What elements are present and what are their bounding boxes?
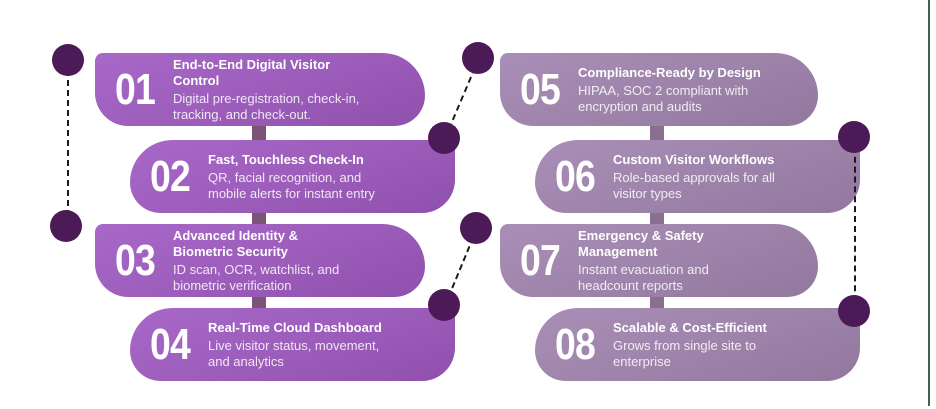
step-description: Instant evacuation and headcount reports xyxy=(578,261,709,293)
step-card-6: 06 Custom Visitor Workflows Role-based a… xyxy=(535,140,860,213)
step-number: 05 xyxy=(520,64,561,114)
step-number: 03 xyxy=(115,235,156,285)
step-number: 08 xyxy=(555,319,596,369)
step-number: 07 xyxy=(520,235,561,285)
step-number: 01 xyxy=(115,64,156,114)
step-description: Live visitor status, movement, and analy… xyxy=(208,337,380,369)
step-title: Advanced Identity & Biometric Security xyxy=(173,227,298,259)
step-description: Grows from single site to enterprise xyxy=(613,337,757,369)
step-description: Digital pre-registration, check-in, trac… xyxy=(173,90,360,122)
step-number: 04 xyxy=(150,319,191,369)
connector-dot xyxy=(50,210,82,242)
step-number: 02 xyxy=(150,151,191,201)
connector-dot xyxy=(428,289,460,321)
connector-dot xyxy=(52,44,84,76)
step-title: Emergency & Safety Management xyxy=(578,227,704,259)
step-title: Custom Visitor Workflows xyxy=(613,151,775,167)
dashed-connector-right xyxy=(854,137,856,311)
step-card-4: 04 Real-Time Cloud Dashboard Live visito… xyxy=(130,308,455,381)
step-description: ID scan, OCR, watchlist, and biometric v… xyxy=(173,261,340,293)
step-number: 06 xyxy=(555,151,596,201)
step-card-5: 05 Compliance-Ready by Design HIPAA, SOC… xyxy=(500,53,818,126)
step-title: Real-Time Cloud Dashboard xyxy=(208,319,382,335)
green-border-line xyxy=(928,0,930,406)
step-description: HIPAA, SOC 2 compliant with encryption a… xyxy=(578,82,749,114)
step-card-7: 07 Emergency & Safety Management Instant… xyxy=(500,224,818,297)
dashed-connector-left xyxy=(67,60,69,226)
step-card-8: 08 Scalable & Cost-Efficient Grows from … xyxy=(535,308,860,381)
step-card-3: 03 Advanced Identity & Biometric Securit… xyxy=(95,224,425,297)
step-card-1: 01 End-to-End Digital Visitor Control Di… xyxy=(95,53,425,126)
connector-dot xyxy=(462,42,494,74)
step-description: QR, facial recognition, and mobile alert… xyxy=(208,169,375,201)
step-title: Compliance-Ready by Design xyxy=(578,64,761,80)
connector-dot xyxy=(838,295,870,327)
step-description: Role-based approvals for all visitor typ… xyxy=(613,169,775,201)
step-title: Fast, Touchless Check-In xyxy=(208,151,364,167)
connector-dot xyxy=(460,212,492,244)
connector-dot xyxy=(838,121,870,153)
step-title: End-to-End Digital Visitor Control xyxy=(173,56,331,88)
connector-dot xyxy=(428,122,460,154)
step-title: Scalable & Cost-Efficient xyxy=(613,319,767,335)
step-card-2: 02 Fast, Touchless Check-In QR, facial r… xyxy=(130,140,455,213)
